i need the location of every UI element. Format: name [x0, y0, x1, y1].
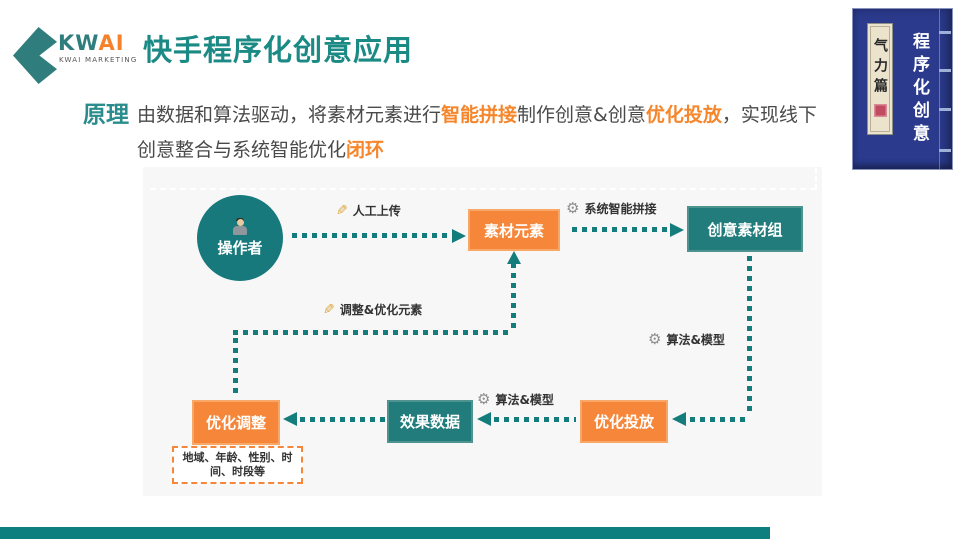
panel-dashed-line — [150, 188, 816, 190]
kwai-logo-icon — [13, 27, 57, 84]
red-seal-stamp — [873, 104, 887, 117]
node-operator-label: 操作者 — [217, 238, 263, 257]
edge-label-algo-model-right: ⚙ 算法&模型 — [648, 331, 725, 348]
book-stitch — [939, 69, 951, 72]
book-binding-line — [939, 9, 940, 169]
principle-text-3: ，实现线下 — [721, 104, 817, 126]
pencil-icon: ✎ — [323, 301, 335, 318]
person-icon — [232, 217, 248, 235]
connector-feedback-up — [511, 263, 516, 330]
algo-model-right-text: 算法&模型 — [666, 333, 725, 347]
footer-accent-bar — [0, 527, 770, 539]
connector-into-delivery — [690, 417, 747, 422]
arrowhead-into-material-bottom — [507, 251, 521, 264]
manual-upload-text: 人工上传 — [352, 204, 401, 218]
system-splice-text: 系统智能拼接 — [584, 202, 657, 216]
connector-material-creative — [572, 227, 668, 232]
principle-text-2: 制作创意&创意 — [517, 104, 646, 126]
connector-delivery-effect — [494, 417, 576, 422]
node-operator: 操作者 — [197, 195, 283, 281]
logo-subtitle: KWAI MARKETING — [59, 56, 138, 64]
book-spine-strip: 气力篇 — [867, 23, 893, 135]
logo-ai: AI — [98, 31, 125, 55]
book-cover-image: 程序化创意 气力篇 — [852, 8, 953, 170]
arrowhead-into-creative-group — [670, 223, 684, 237]
connector-feedback-horizontal — [233, 330, 513, 335]
page-title: 快手程序化创意应用 — [143, 33, 414, 67]
strip-inner-border — [870, 26, 890, 132]
book-spine-label: 气力篇 — [872, 38, 888, 98]
principle-highlight-1: 智能拼接 — [441, 104, 518, 126]
gear-icon: ⚙ — [477, 390, 491, 408]
node-optimize-adjust: 优化调整 — [192, 400, 280, 445]
node-material-elements: 素材元素 — [468, 209, 560, 251]
adjust-elements-text: 调整&优化元素 — [339, 303, 423, 317]
algo-model-mid-text: 算法&模型 — [495, 393, 554, 407]
kwai-logo-text: KWAI — [58, 31, 125, 55]
logo-kw: KW — [58, 31, 99, 55]
gear-icon: ⚙ — [566, 199, 580, 217]
principle-paragraph: 由数据和算法驱动，将素材元素进行智能拼接制作创意&创意优化投放，实现线下 创意整… — [137, 98, 837, 168]
connector-adjust-up — [233, 338, 238, 398]
book-stitch — [939, 108, 951, 111]
principle-text-1: 由数据和算法驱动，将素材元素进行 — [137, 104, 442, 126]
edge-label-adjust-elements: ✎ 调整&优化元素 — [323, 301, 422, 318]
edge-label-algo-model-mid: ⚙ 算法&模型 — [477, 391, 554, 408]
principle-highlight-3: 闭环 — [346, 139, 385, 161]
book-stitch — [939, 149, 951, 152]
edge-label-system-splice: ⚙ 系统智能拼接 — [566, 200, 656, 217]
principle-highlight-2: 优化投放 — [645, 104, 722, 126]
arrowhead-into-material — [452, 229, 466, 243]
panel-dashed-corner — [815, 168, 817, 190]
node-effect-data: 效果数据 — [387, 400, 473, 443]
node-creative-material-group: 创意素材组 — [687, 206, 803, 252]
pencil-icon: ✎ — [336, 202, 348, 219]
targeting-detail-note: 地域、年龄、性别、时间、时段等 — [172, 446, 303, 484]
principle-text-4: 创意整合与系统智能优化 — [137, 139, 347, 161]
connector-operator-material — [292, 233, 450, 238]
arrowhead-into-effect-data — [477, 412, 491, 426]
arrowhead-into-optimize-adjust — [283, 412, 297, 426]
book-stitch — [939, 31, 951, 34]
node-optimize-delivery: 优化投放 — [580, 400, 668, 443]
edge-label-manual-upload: ✎ 人工上传 — [336, 202, 401, 219]
gear-icon: ⚙ — [648, 330, 662, 348]
book-cover-title: 程序化创意 — [909, 31, 929, 147]
connector-effect-adjust — [300, 417, 385, 422]
connector-creative-down — [747, 256, 752, 414]
principle-label: 原理 — [83, 102, 129, 128]
arrowhead-into-delivery — [672, 412, 686, 426]
